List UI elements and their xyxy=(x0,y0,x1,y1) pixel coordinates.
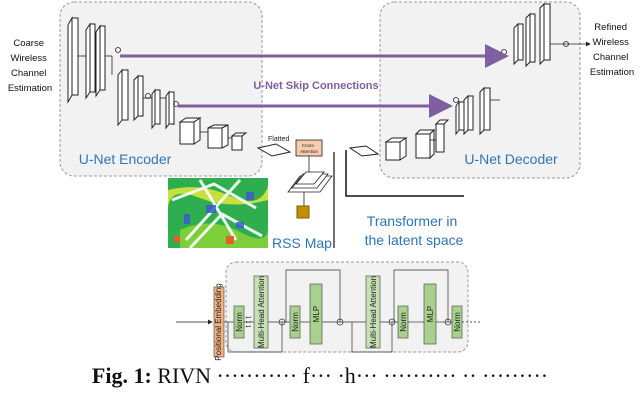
transformer-wires xyxy=(224,269,452,353)
mha-block-1 xyxy=(253,275,269,349)
norm-label-1: Norm xyxy=(235,312,244,332)
caption-text: RIVN ··········· f··· ·h··· ·········· ·… xyxy=(151,363,549,388)
mha-block-2 xyxy=(365,275,381,349)
transformer-bracket xyxy=(345,150,464,197)
input-label: Coarse Wireless Channel Estimation xyxy=(8,38,52,94)
mha-label-1: Multi-Head Attention xyxy=(257,276,266,348)
mlp-label-1: MLP xyxy=(312,306,321,322)
norm-label-2: Norm xyxy=(291,312,300,332)
flatten-label: Flatted xyxy=(268,136,290,143)
transformer-label: Transformer in the latent space xyxy=(365,213,464,248)
qkv-label: t t t xyxy=(244,316,253,328)
output-label: Refined Wireless Channel Estimation xyxy=(590,22,634,78)
encoder-connectors xyxy=(78,47,232,139)
mlp-label-2: MLP xyxy=(426,306,435,322)
caption-prefix: Fig. 1: xyxy=(91,363,152,388)
rss-encoder-stack xyxy=(287,156,333,206)
mlp-block-2 xyxy=(423,283,437,345)
cross-attention-label: Cross- Attention xyxy=(300,143,318,154)
mha-label-2: Multi-Head Attention xyxy=(369,276,378,348)
rss-map-label: RSS Map xyxy=(272,235,332,251)
decoder-blocks xyxy=(384,2,551,161)
norm-label-3: Norm xyxy=(399,312,408,332)
norm-label-4: Norm xyxy=(453,312,462,332)
rss-token-block xyxy=(296,205,310,219)
figure-caption: Fig. 1: RIVN ··········· f··· ·h··· ····… xyxy=(0,363,640,389)
latent-slab xyxy=(348,145,380,157)
rss-map-image xyxy=(168,178,269,250)
skip-label: U-Net Skip Connections xyxy=(253,80,378,92)
positional-embedding-label: Positional Embedding xyxy=(214,283,223,360)
encoder-label: U-Net Encoder xyxy=(79,151,172,167)
encoder-blocks xyxy=(67,16,248,151)
flatten-slab xyxy=(256,143,292,157)
decoder-label: U-Net Decoder xyxy=(464,151,558,167)
mlp-block-1 xyxy=(309,283,323,345)
